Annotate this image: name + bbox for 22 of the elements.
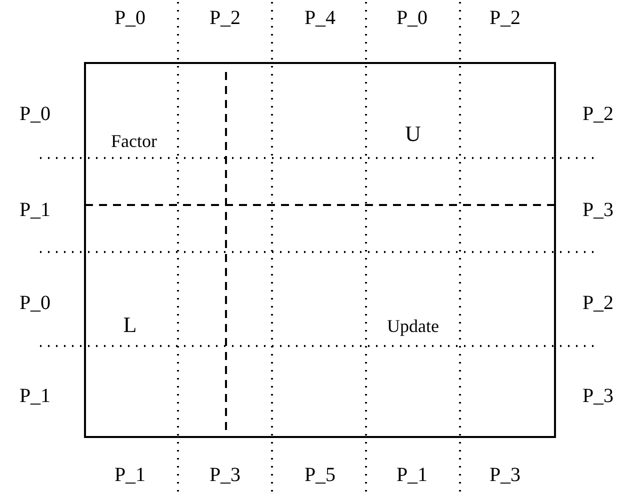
block-label: Update — [387, 317, 439, 335]
processor-label: P_2 — [582, 293, 614, 313]
processor-label: P_1 — [19, 200, 51, 220]
processor-label: P_0 — [396, 8, 428, 28]
processor-label: P_4 — [304, 8, 336, 28]
processor-label: P_1 — [114, 465, 146, 485]
block-label: U — [405, 123, 421, 145]
block-label: L — [123, 314, 137, 336]
processor-label: P_2 — [582, 104, 614, 124]
processor-label: P_3 — [489, 465, 521, 485]
processor-label: P_2 — [489, 8, 521, 28]
processor-label: P_0 — [114, 8, 146, 28]
processor-label: P_0 — [19, 293, 51, 313]
processor-label: P_3 — [209, 465, 241, 485]
processor-label: P_0 — [19, 104, 51, 124]
processor-label: P_5 — [304, 465, 336, 485]
processor-label: P_1 — [19, 386, 51, 406]
processor-label: P_3 — [582, 386, 614, 406]
processor-label: P_2 — [209, 8, 241, 28]
processor-label: P_1 — [396, 465, 428, 485]
block-label: Factor — [111, 132, 157, 150]
processor-label: P_3 — [582, 200, 614, 220]
